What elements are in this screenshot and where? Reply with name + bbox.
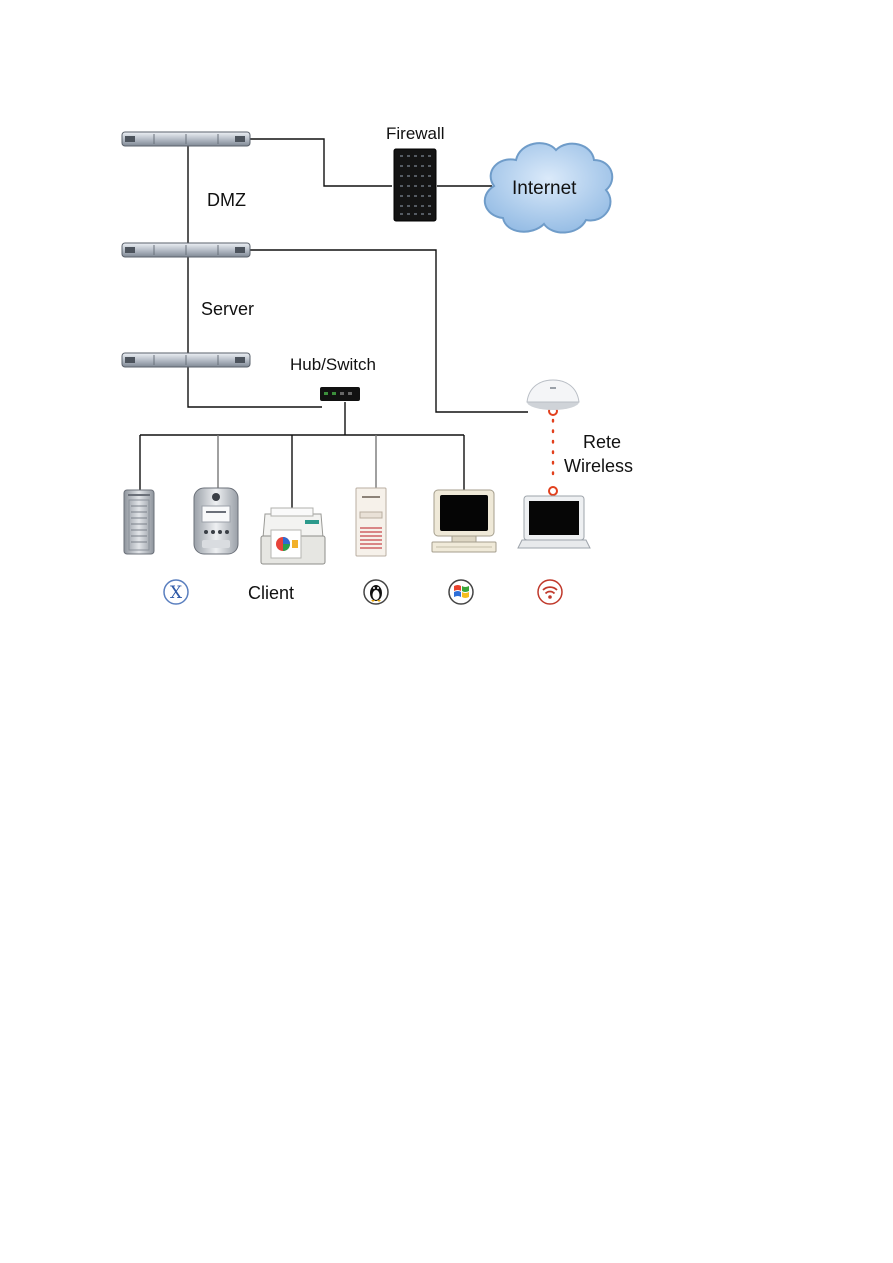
cable-dmz-to-firewall <box>248 138 392 187</box>
wireless-label-line1: Rete <box>583 432 621 452</box>
windows-flag-icon <box>448 579 474 605</box>
client-label: Client <box>248 583 294 603</box>
hub-switch-label: Hub/Switch <box>290 355 376 374</box>
wireless-label-line2: Wireless <box>564 456 633 476</box>
power-mac-g4-cube-icon <box>193 487 239 555</box>
internet-label: Internet <box>512 178 577 199</box>
rack-server-icon <box>121 242 251 258</box>
cabling <box>139 138 528 508</box>
crt-monitor-icon <box>431 489 497 553</box>
wifi-signal-icon <box>537 579 563 605</box>
rack-server-icon <box>121 131 251 147</box>
dmz-label: DMZ <box>207 190 246 210</box>
svg-text:X: X <box>170 583 183 603</box>
cable-server-to-access-point <box>248 249 528 413</box>
server-label: Server <box>201 299 254 319</box>
firewall-appliance-icon <box>393 148 437 222</box>
linux-tux-icon <box>363 579 389 605</box>
firewall-label: Firewall <box>386 124 445 143</box>
mac-pro-tower-icon <box>123 489 155 555</box>
printer-icon <box>260 507 326 565</box>
cloud-icon <box>483 142 614 234</box>
laptop-icon <box>517 495 591 549</box>
wireless-access-point-icon <box>526 379 580 410</box>
network-switch-icon <box>320 387 360 401</box>
rack-server-icon <box>121 352 251 368</box>
wireless-link <box>548 406 558 496</box>
pc-tower-icon <box>355 487 387 557</box>
mac-os-x-icon: X <box>163 579 189 605</box>
cable-backbone <box>187 146 322 408</box>
